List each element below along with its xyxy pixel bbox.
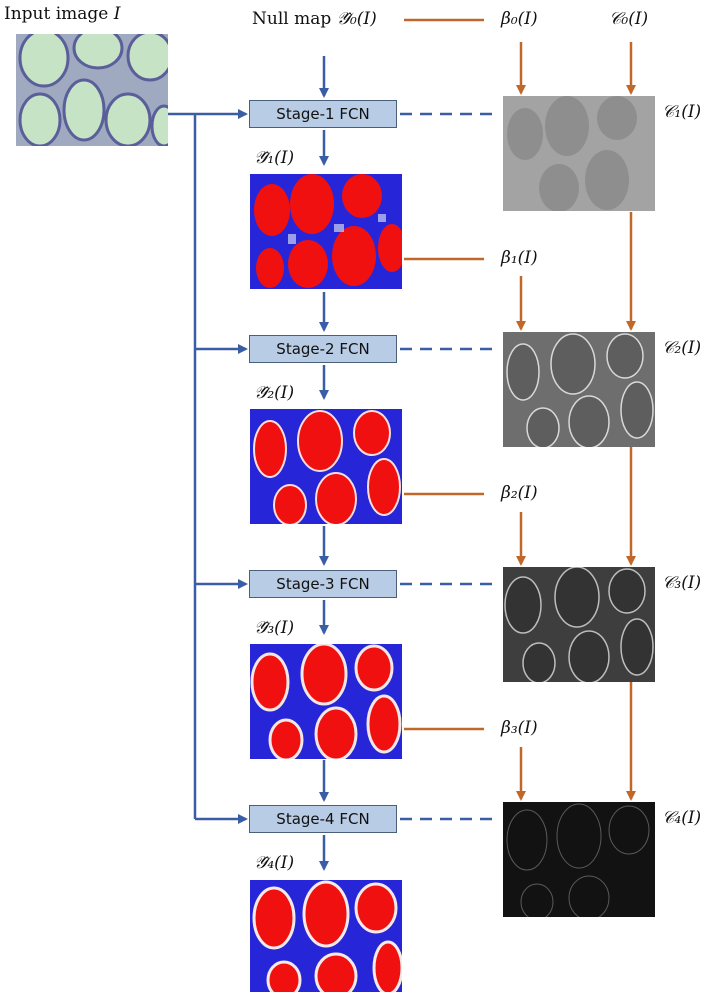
context-map-3 [503,567,655,682]
context-update-arrows [404,18,636,801]
probability-map-4 [250,880,402,992]
context-label-3: 𝒞₃(I) [662,573,702,593]
prediction-label-2: 𝒴̂₂(I) [254,383,295,403]
context-label-4: 𝒞₄(I) [662,808,702,828]
stage-2-fcn-box: Stage-2 FCN [249,335,397,363]
context-map-4 [503,802,655,917]
prediction-label-1: 𝒴̂₁(I) [254,148,295,168]
probability-map-3 [250,644,402,759]
null-map-text: Null map [252,9,337,29]
prediction-label-4: 𝒴̂₄(I) [254,853,295,873]
input-image [16,34,168,146]
context-label-0: 𝒞₀(I) [609,9,649,29]
null-map-symbol: 𝒴̂₀(I) [336,9,377,29]
beta-label-2: β₂(I) [501,483,538,503]
probability-map-1 [250,174,402,289]
input-label-variable: I [113,4,121,24]
null-map-label: Null map 𝒴̂₀(I) [252,11,377,28]
input-label-text: Input image [4,4,114,24]
context-map-1 [503,96,655,211]
prediction-label-3: 𝒴̂₃(I) [254,618,295,638]
context-label-2: 𝒞₂(I) [662,338,702,358]
context-map-2 [503,332,655,447]
beta-label-3: β₃(I) [501,718,538,738]
stage-context-dashed-links [400,112,500,821]
input-image-label: Input image I [4,6,121,23]
beta-label-0: β₀(I) [501,9,538,29]
input-fanout-lines [168,109,248,824]
stage-4-fcn-box: Stage-4 FCN [249,805,397,833]
beta-label-1: β₁(I) [501,248,538,268]
stage-3-fcn-box: Stage-3 FCN [249,570,397,598]
probability-map-2 [250,409,402,524]
stage-1-fcn-box: Stage-1 FCN [249,100,397,128]
context-label-1: 𝒞₁(I) [662,102,702,122]
